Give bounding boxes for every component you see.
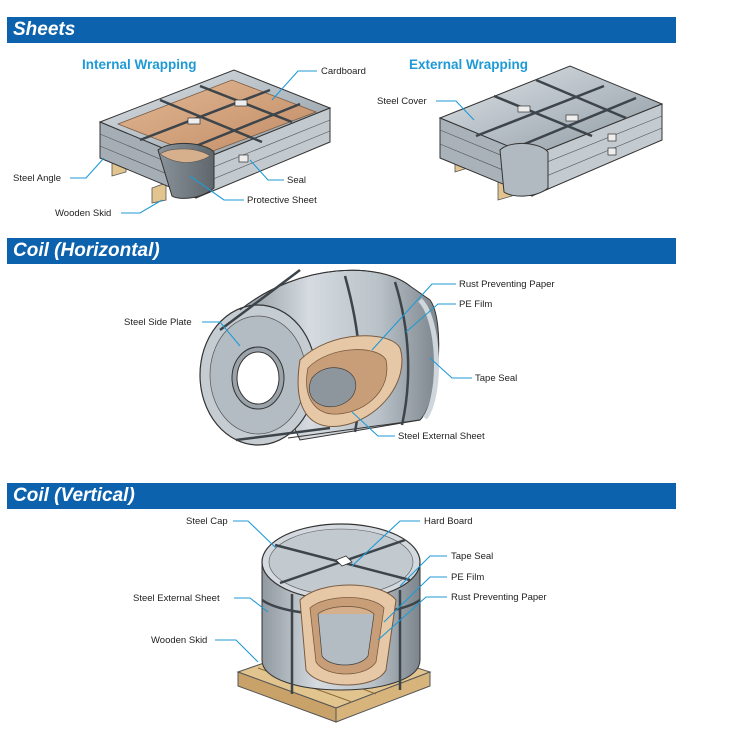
leader-hard-board <box>351 520 420 567</box>
label-rust-preventing-paper-v: Rust Preventing Paper <box>451 592 547 603</box>
vertical-coil-illustration <box>236 523 432 723</box>
external-wrapping-illustration <box>438 65 664 201</box>
leader-tape-seal-h <box>429 357 472 379</box>
leader-steel-external-sheet-h <box>351 411 395 437</box>
leader-steel-angle <box>70 157 105 179</box>
label-wooden-skid-v: Wooden Skid <box>151 635 207 646</box>
external-wrapping-title: External Wrapping <box>409 57 528 72</box>
section-title: Coil (Vertical) <box>13 485 135 506</box>
horizontal-coil-illustration <box>199 269 440 446</box>
label-steel-side-plate-h: Steel Side Plate <box>124 317 192 328</box>
label-protective-sheet: Protective Sheet <box>247 195 317 206</box>
leader-wooden-skid-v <box>215 639 259 663</box>
label-steel-cap: Steel Cap <box>186 516 228 527</box>
leader-steel-cap <box>233 520 277 549</box>
leader-rust-preventing-paper-h <box>371 283 456 351</box>
leader-wooden-skid <box>121 199 163 214</box>
label-tape-seal-h: Tape Seal <box>475 373 517 384</box>
leader-steel-external-sheet-v <box>234 597 269 613</box>
label-pe-film-h: PE Film <box>459 299 492 310</box>
leader-rust-preventing-paper-v <box>377 596 447 641</box>
internal-wrapping-illustration <box>98 69 332 204</box>
leader-steel-side-plate-h <box>202 321 241 347</box>
label-pe-film-v: PE Film <box>451 572 484 583</box>
label-steel-angle: Steel Angle <box>13 173 61 184</box>
label-steel-external-sheet-h: Steel External Sheet <box>398 431 485 442</box>
leader-steel-cover <box>436 100 475 121</box>
section-header-coil-horizontal: Coil (Horizontal) <box>7 238 676 264</box>
label-hard-board: Hard Board <box>424 516 473 527</box>
label-rust-preventing-paper-h: Rust Preventing Paper <box>459 279 555 290</box>
label-cardboard: Cardboard <box>321 66 366 77</box>
label-tape-seal-v: Tape Seal <box>451 551 493 562</box>
label-steel-external-sheet-v: Steel External Sheet <box>133 593 220 604</box>
leader-pe-film-v <box>383 576 447 623</box>
section-title: Coil (Horizontal) <box>13 240 160 261</box>
leader-pe-film-h <box>405 303 456 333</box>
leader-tape-seal-v <box>399 555 447 587</box>
label-steel-cover: Steel Cover <box>377 96 427 107</box>
section-header-sheets: Sheets <box>7 17 676 43</box>
leader-protective-sheet <box>189 175 244 201</box>
section-title: Sheets <box>13 19 76 40</box>
section-header-coil-vertical: Coil (Vertical) <box>7 483 676 509</box>
label-wooden-skid: Wooden Skid <box>55 208 111 219</box>
internal-wrapping-title: Internal Wrapping <box>82 57 197 72</box>
leader-seal <box>249 159 284 181</box>
label-seal: Seal <box>287 175 306 186</box>
leader-cardboard <box>271 70 317 101</box>
